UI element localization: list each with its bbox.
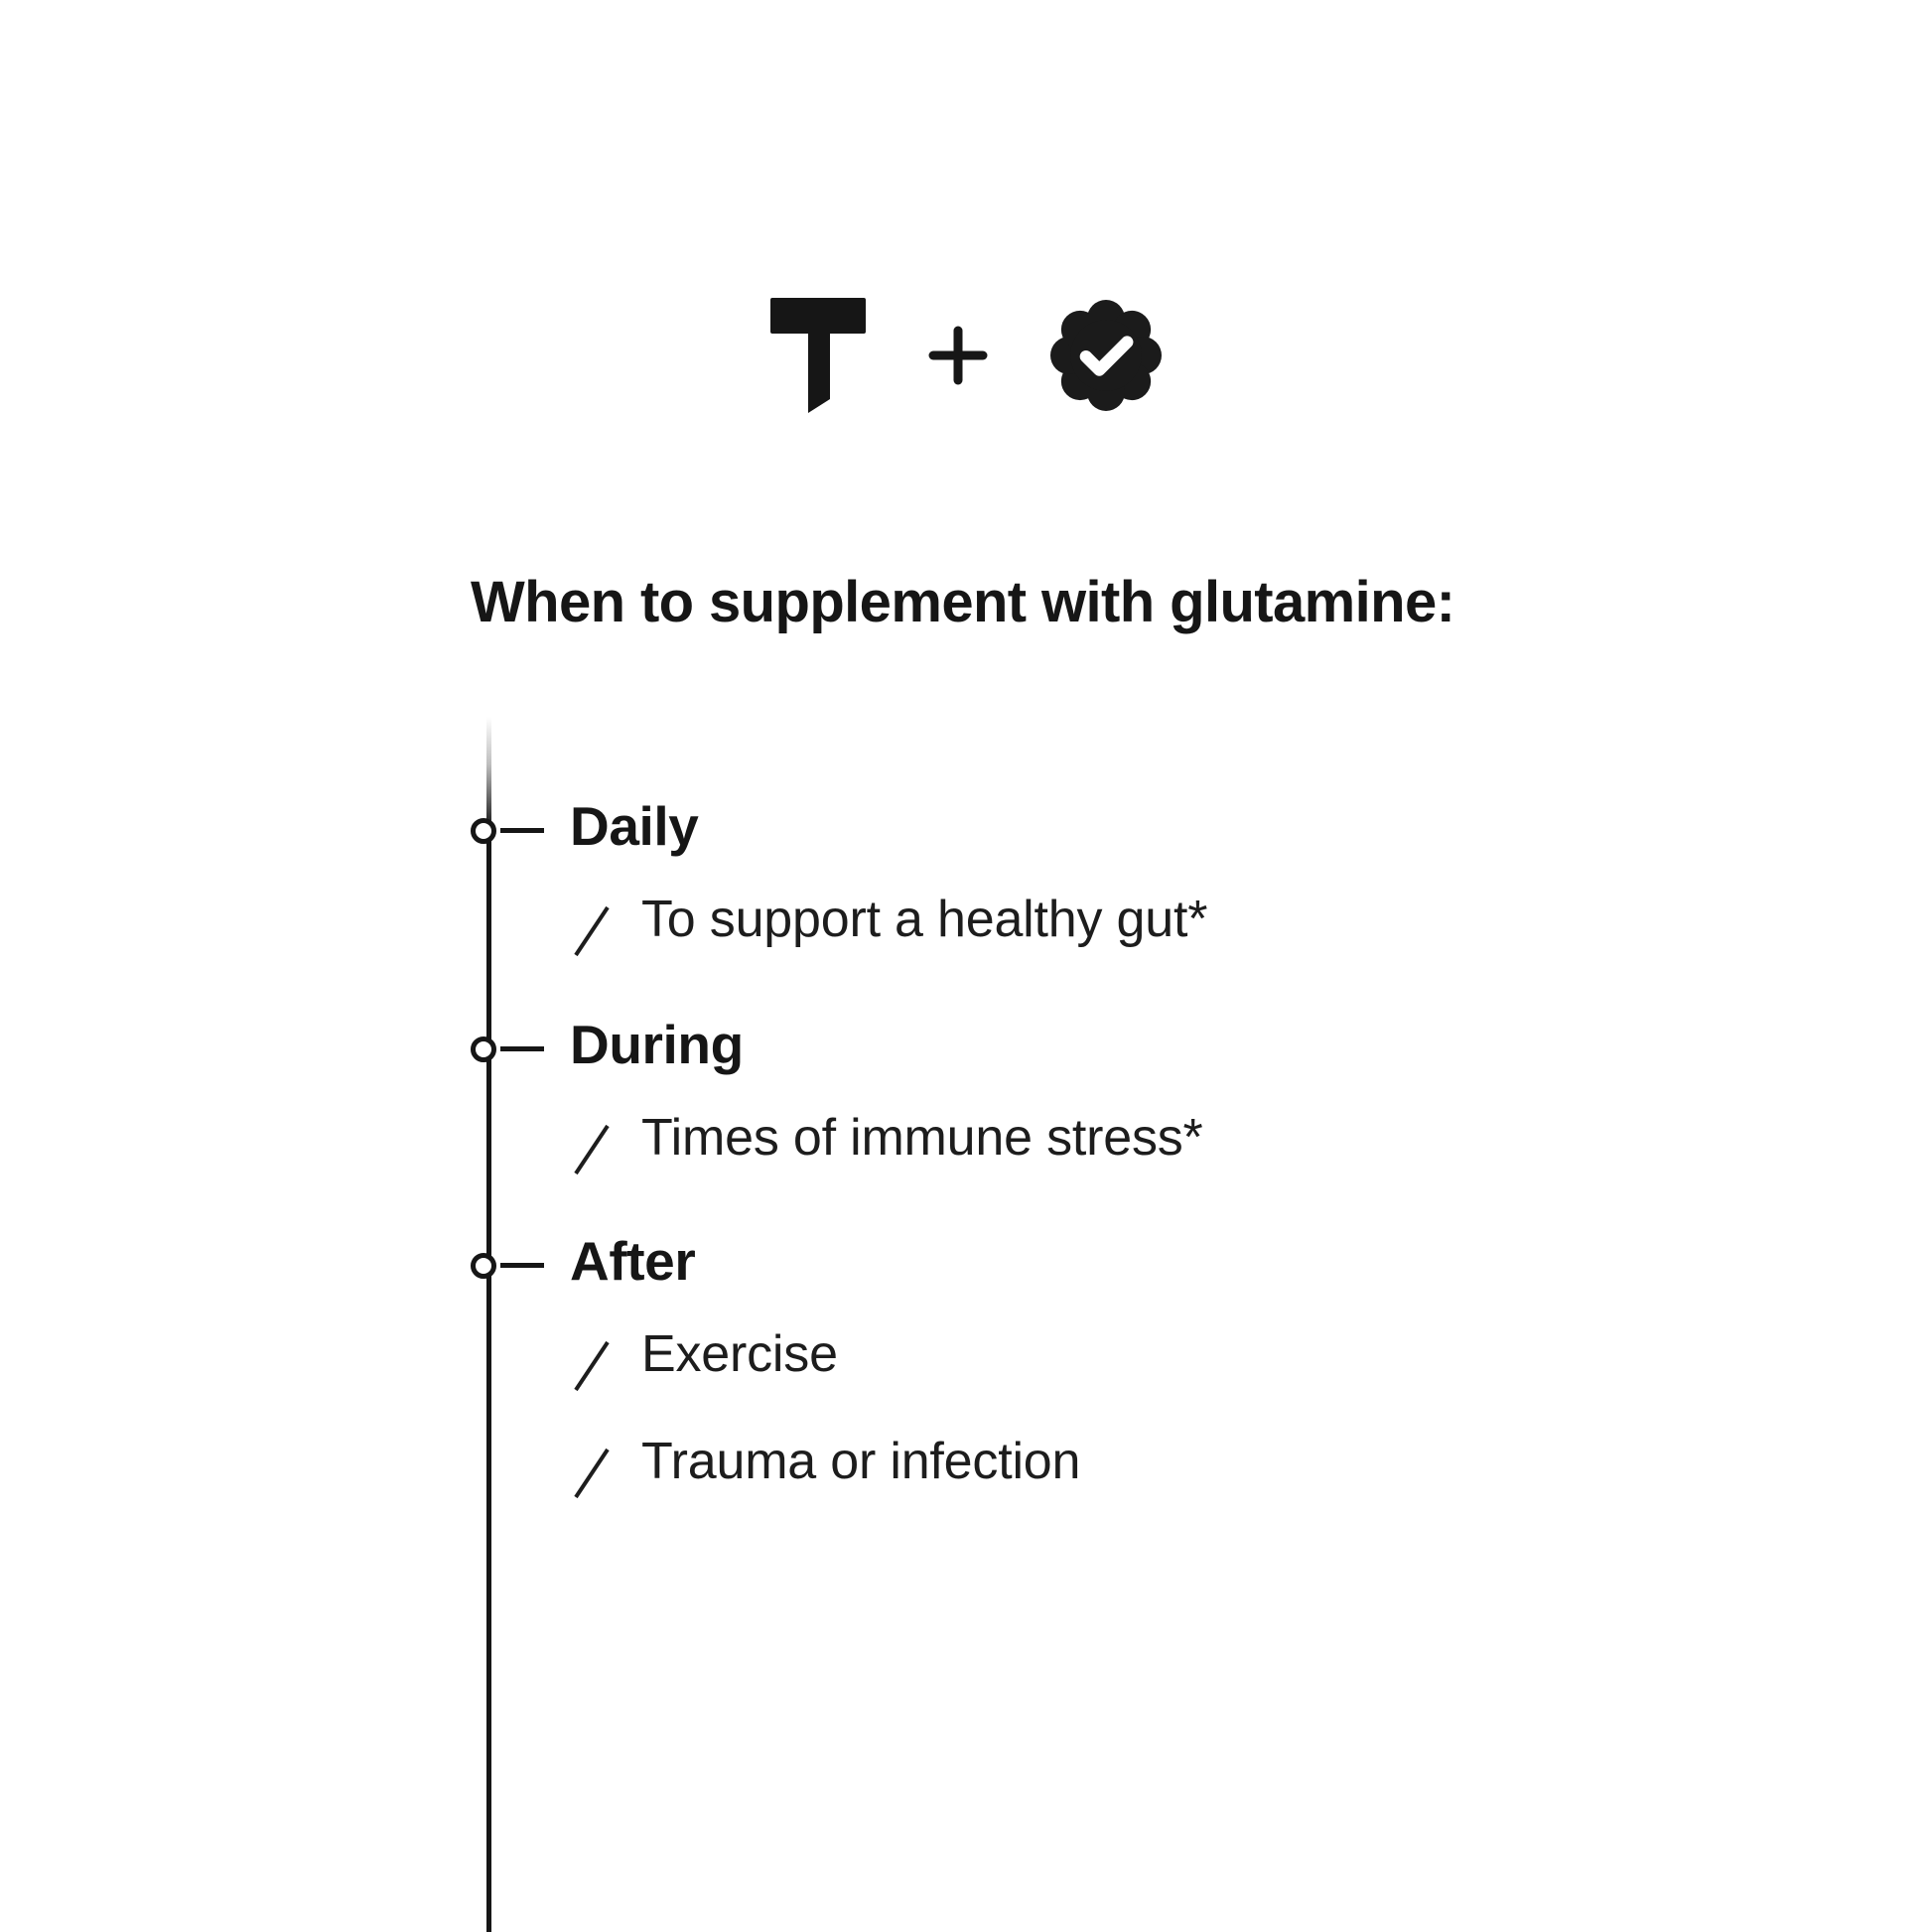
timeline-group-header: During bbox=[0, 1013, 1390, 1092]
list-item: Trauma or infection bbox=[0, 1428, 1390, 1535]
page-title: When to supplement with glutamine: bbox=[471, 570, 1455, 634]
list-item: Times of immune stress* bbox=[0, 1104, 1390, 1211]
timeline-group-items: Times of immune stress* bbox=[0, 1104, 1390, 1211]
timeline-group-label: During bbox=[570, 1014, 744, 1075]
timeline-group-label: After bbox=[570, 1230, 696, 1292]
slash-bullet-icon bbox=[572, 1338, 612, 1394]
list-item: To support a healthy gut* bbox=[0, 886, 1390, 993]
list-item-label: To support a healthy gut* bbox=[641, 891, 1208, 948]
verified-badge-icon bbox=[1050, 299, 1162, 416]
timeline-group-label: Daily bbox=[570, 795, 699, 857]
timeline-node-tick-icon bbox=[500, 828, 544, 833]
brand-t-letter-icon bbox=[770, 296, 866, 420]
timeline-node-marker bbox=[471, 1253, 544, 1291]
timeline-node-marker bbox=[471, 818, 544, 856]
timeline-group-header: Daily bbox=[0, 794, 1390, 874]
timeline-group-daily: Daily To support a healthy gut* bbox=[0, 794, 1390, 993]
timeline-group-after: After Exercise bbox=[0, 1229, 1390, 1535]
timeline-group-during: During Times of immune stress* bbox=[0, 1013, 1390, 1211]
list-item-label: Exercise bbox=[641, 1325, 838, 1383]
timeline-node-circle-icon bbox=[471, 1253, 496, 1279]
timeline-group-items: To support a healthy gut* bbox=[0, 886, 1390, 993]
slash-bullet-icon bbox=[572, 1446, 612, 1501]
list-item-label: Times of immune stress* bbox=[641, 1109, 1203, 1167]
timeline-node-marker bbox=[471, 1036, 544, 1074]
slash-bullet-icon bbox=[572, 903, 612, 959]
slash-bullet-icon bbox=[572, 1122, 612, 1177]
brand-lockup bbox=[0, 288, 1932, 427]
timeline-group-items: Exercise Trauma or infection bbox=[0, 1320, 1390, 1535]
timeline-node-tick-icon bbox=[500, 1046, 544, 1051]
timeline-node-circle-icon bbox=[471, 1036, 496, 1062]
timeline-node-circle-icon bbox=[471, 818, 496, 844]
list-item-label: Trauma or infection bbox=[641, 1433, 1081, 1490]
timeline-node-tick-icon bbox=[500, 1263, 544, 1268]
timeline-group-header: After bbox=[0, 1229, 1390, 1309]
plus-icon bbox=[927, 325, 989, 391]
list-item: Exercise bbox=[0, 1320, 1390, 1428]
